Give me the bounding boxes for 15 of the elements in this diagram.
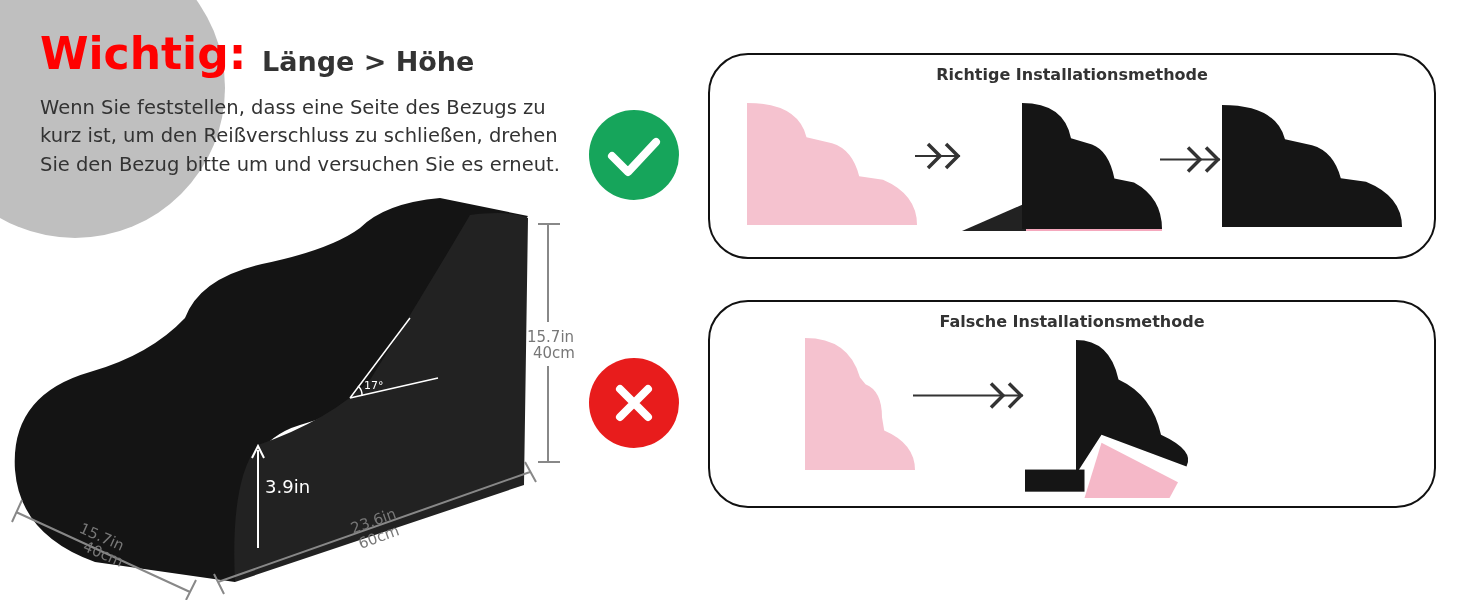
dimension-label: 15.7in: [527, 330, 575, 345]
instruction-text: Wenn Sie feststellen, dass eine Seite des Bezugs zu kurz ist, um den Reißverschluss zu schließen, drehen Sie den Bezug bitte um und versuchen Sie es erneut.: [40, 95, 561, 178]
title: Wichtig:: [40, 30, 247, 79]
covered-steps-picture: [1222, 105, 1402, 227]
foam-steps-picture: [805, 338, 915, 470]
cover-steps-picture: [962, 103, 1162, 233]
foam-steps-picture: [747, 103, 917, 225]
panel-title: Richtige Installationsmethode: [936, 65, 1208, 84]
subtitle: Länge > Höhe: [262, 48, 475, 75]
angle-label: 17°: [364, 380, 384, 391]
dimension-label: 3.9in: [265, 478, 311, 496]
correct-method-panel: [708, 53, 1436, 259]
panel-title: Falsche Installationsmethode: [939, 312, 1205, 331]
wrong-method-panel: [708, 300, 1436, 508]
dimension-label: 40cm: [533, 346, 575, 361]
